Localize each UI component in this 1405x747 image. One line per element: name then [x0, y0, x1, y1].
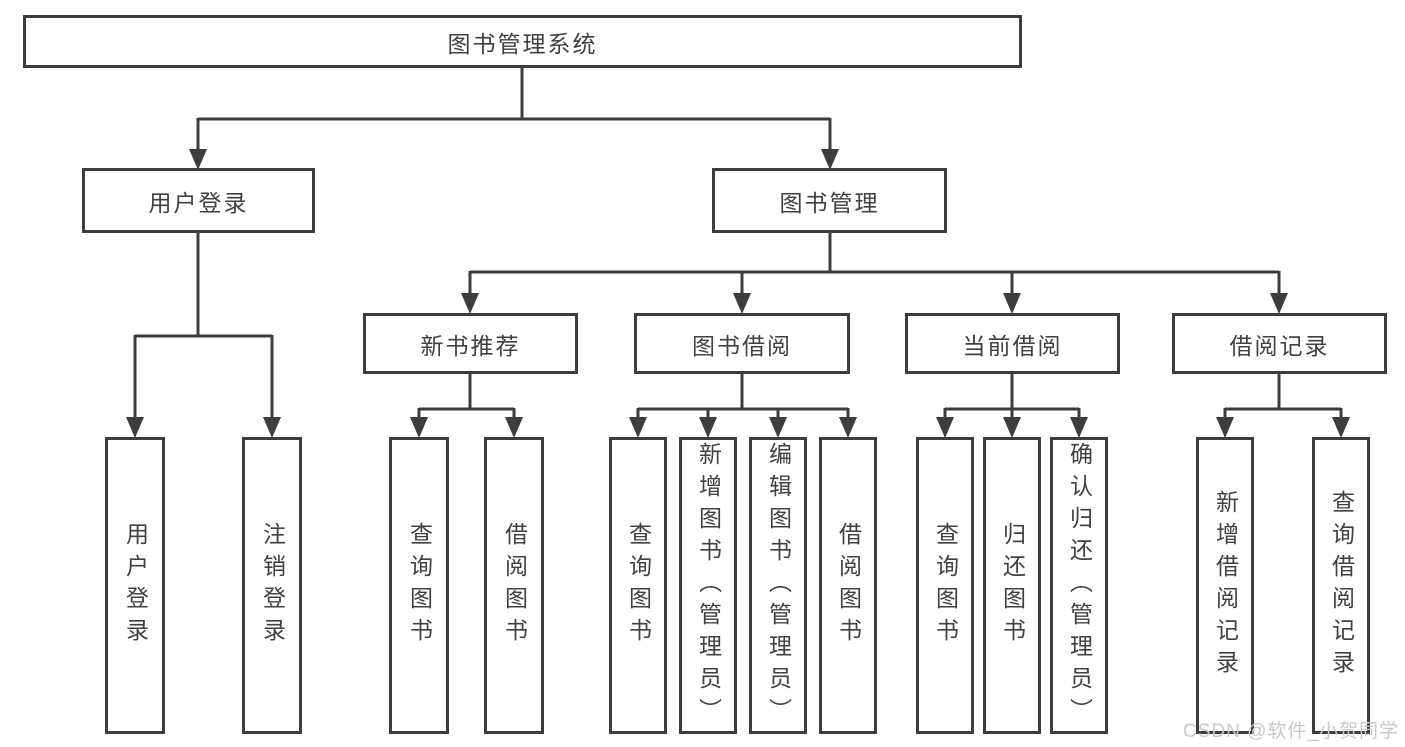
leaf-confirm-return-admin: 确认归还（管理员） [1050, 437, 1108, 734]
watermark: CSDN @软件_小贺同学 [1183, 721, 1399, 742]
node-book-borrow: 图书借阅 [634, 313, 850, 374]
leaf-query-book-recommend: 查询图书 [389, 437, 449, 734]
leaf-logout: 注销登录 [242, 437, 302, 734]
node-book-management: 图书管理 [712, 168, 947, 233]
leaf-edit-book-admin: 编辑图书（管理员） [749, 437, 807, 734]
node-new-book-recommend: 新书推荐 [363, 313, 578, 374]
arrowheads [126, 149, 1350, 438]
leaf-borrow-book: 借阅图书 [819, 437, 877, 734]
node-root: 图书管理系统 [23, 15, 1022, 68]
leaf-return-book: 归还图书 [983, 437, 1041, 734]
leaf-query-book-borrow: 查询图书 [609, 437, 667, 734]
leaf-user-login: 用户登录 [105, 437, 165, 734]
node-user-login: 用户登录 [82, 168, 315, 233]
leaf-add-borrow-record: 新增借阅记录 [1196, 437, 1254, 734]
leaf-add-book-admin: 新增图书（管理员） [679, 437, 737, 734]
leaf-borrow-book-recommend: 借阅图书 [484, 437, 544, 734]
node-borrow-records: 借阅记录 [1172, 313, 1387, 374]
leaf-query-book-current: 查询图书 [916, 437, 974, 734]
leaf-query-borrow-record: 查询借阅记录 [1312, 437, 1370, 734]
node-current-borrow: 当前借阅 [905, 313, 1120, 374]
